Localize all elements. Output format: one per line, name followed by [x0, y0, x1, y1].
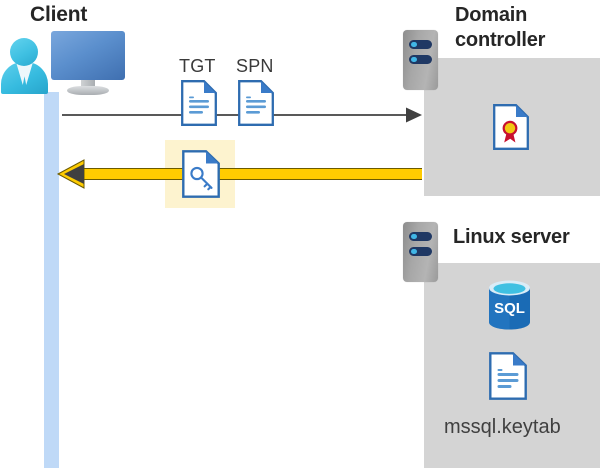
monitor-screen-icon [51, 31, 125, 80]
rack-pill-bottom [409, 55, 432, 64]
rack-pill-bottom [409, 247, 432, 256]
tgt-label: TGT [179, 56, 216, 76]
rack-indicator-dot [411, 41, 417, 48]
monitor-stand-neck [81, 80, 95, 90]
rack-pill-top [409, 40, 432, 49]
client-title-label: Client [30, 3, 88, 26]
spn-label: SPN [236, 56, 274, 76]
sql-database-icon: SQL [489, 280, 530, 330]
rack-pill-top [409, 232, 432, 241]
certificate-document-icon [493, 104, 529, 150]
client-lifeline-bar [44, 92, 59, 468]
svg-text:SQL: SQL [494, 300, 525, 317]
linux-server-title-label: Linux server [453, 226, 570, 248]
rack-indicator-dot [411, 248, 417, 255]
linux-server-rack-icon [403, 222, 438, 282]
rack-indicator-dot [411, 56, 417, 63]
rack-indicator-dot [411, 233, 417, 240]
ticket-flow-arrow [56, 159, 422, 189]
domain-controller-title-label: Domain controller [455, 4, 546, 51]
monitor-stand-base [67, 86, 109, 95]
service-ticket-key-document-icon [182, 150, 220, 198]
person-head-icon [10, 38, 38, 66]
spn-document-icon [238, 80, 274, 126]
client-icon [0, 0, 140, 100]
tgt-document-icon [181, 80, 217, 126]
request-flow-arrow [62, 107, 422, 123]
domain-controller-server-rack-icon [403, 30, 438, 90]
keytab-filename-label: mssql.keytab [444, 416, 561, 438]
keytab-document-icon [489, 352, 527, 400]
